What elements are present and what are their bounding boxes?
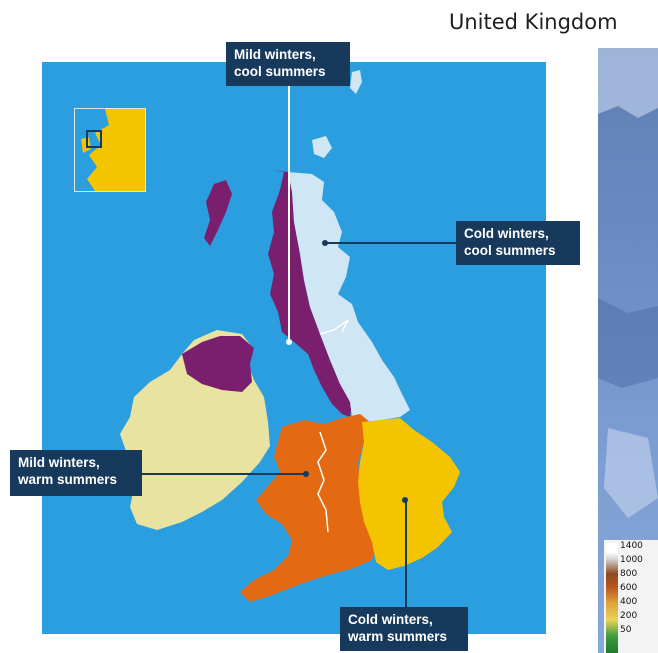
climate-map bbox=[42, 62, 546, 634]
marker-north-east bbox=[322, 240, 328, 246]
elevation-label-4: 400 bbox=[620, 597, 638, 607]
uk-climate-regions bbox=[120, 70, 460, 602]
europe-inset-map bbox=[74, 108, 146, 192]
europe-inset-shape bbox=[81, 109, 145, 191]
elevation-scale-bar bbox=[606, 543, 618, 653]
region-cold-cool bbox=[288, 172, 410, 422]
leader-line-north-east bbox=[325, 242, 456, 244]
label-mild-winters-warm-summers: Mild winters, warm summers bbox=[10, 450, 142, 496]
marker-north-west bbox=[286, 339, 292, 345]
region-shetland bbox=[350, 70, 362, 94]
region-cold-warm bbox=[358, 418, 460, 570]
elevation-label-1: 1000 bbox=[620, 555, 643, 565]
elevation-label-6: 50 bbox=[620, 625, 632, 635]
border-scotland bbox=[319, 319, 349, 335]
relief-map-fragment bbox=[598, 48, 658, 653]
leader-line-north-west bbox=[288, 86, 290, 342]
region-mild-warm bbox=[240, 414, 378, 602]
elevation-label-5: 200 bbox=[620, 611, 638, 621]
region-hebrides bbox=[204, 180, 232, 246]
region-orkney bbox=[312, 136, 332, 158]
leader-line-south-west bbox=[142, 473, 306, 475]
label-cold-winters-warm-summers: Cold winters, warm summers bbox=[340, 607, 468, 651]
label-mild-winters-cool-summers: Mild winters, cool summers bbox=[226, 42, 350, 86]
border-wales bbox=[317, 431, 329, 533]
leader-line-south-east bbox=[405, 500, 407, 607]
marker-south-west bbox=[303, 471, 309, 477]
marker-south-east bbox=[402, 497, 408, 503]
page-title: United Kingdom bbox=[449, 10, 618, 34]
region-northern-ireland bbox=[182, 336, 254, 392]
elevation-label-0: 1400 bbox=[620, 541, 643, 551]
elevation-label-3: 600 bbox=[620, 583, 638, 593]
label-cold-winters-cool-summers: Cold winters, cool summers bbox=[456, 221, 580, 265]
relief-map-shapes bbox=[598, 48, 658, 518]
elevation-label-2: 800 bbox=[620, 569, 638, 579]
